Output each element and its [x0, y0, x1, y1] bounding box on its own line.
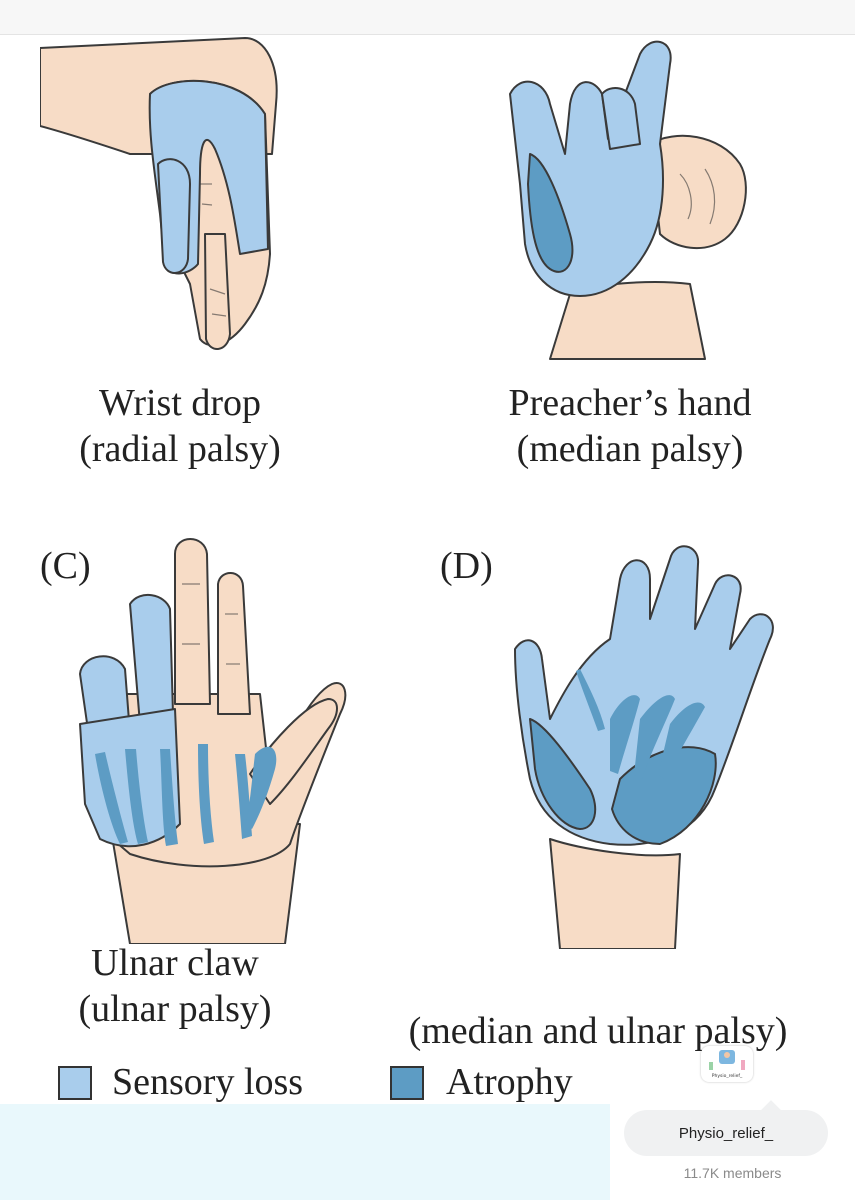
ulnar-claw-illustration [79, 538, 347, 944]
panel-c-subtitle: (ulnar palsy) [78, 988, 272, 1030]
nerve-palsy-figure: Wrist drop (radial palsy) Preacher’s han… [0, 34, 855, 1104]
preachers-hand-illustration [509, 40, 747, 360]
group-name: Physio_relief_ [678, 1124, 774, 1142]
panel-c-caption: Ulnar claw (ulnar palsy) [40, 940, 310, 1032]
panel-a-caption: Wrist drop (radial palsy) [40, 380, 320, 472]
sensory-loss-label: Sensory loss [112, 1061, 304, 1103]
atrophy-swatch [390, 1066, 424, 1100]
group-logo-icon: Physio_relief_ [709, 1050, 745, 1079]
panel-d-letter: (D) [440, 545, 493, 587]
median-ulnar-palsy-illustration [514, 545, 774, 949]
panel-c-title: Ulnar claw [91, 942, 259, 984]
panel-b-caption: Preacher’s hand (median palsy) [470, 380, 790, 472]
top-bar [0, 0, 855, 35]
group-name-pill[interactable]: Physio_relief_ [624, 1110, 828, 1156]
atrophy-label: Atrophy [446, 1061, 573, 1103]
group-logo-text: Physio_relief_ [712, 1073, 743, 1079]
panel-a-title: Wrist drop [98, 382, 262, 424]
wrist-drop-illustration [40, 37, 278, 350]
panel-d-caption: (median and ulnar palsy) [372, 1008, 824, 1054]
group-member-count: 11.7K members [683, 1165, 782, 1181]
panel-a-subtitle: (radial palsy) [79, 428, 281, 470]
group-avatar[interactable]: Physio_relief_ [701, 1046, 753, 1082]
panel-c-letter: (C) [40, 545, 91, 587]
panel-d-subtitle: (median and ulnar palsy) [408, 1010, 788, 1052]
panel-b-title: Preacher’s hand [508, 382, 752, 424]
sensory-loss-swatch [58, 1066, 92, 1100]
panel-b-subtitle: (median palsy) [516, 428, 744, 470]
